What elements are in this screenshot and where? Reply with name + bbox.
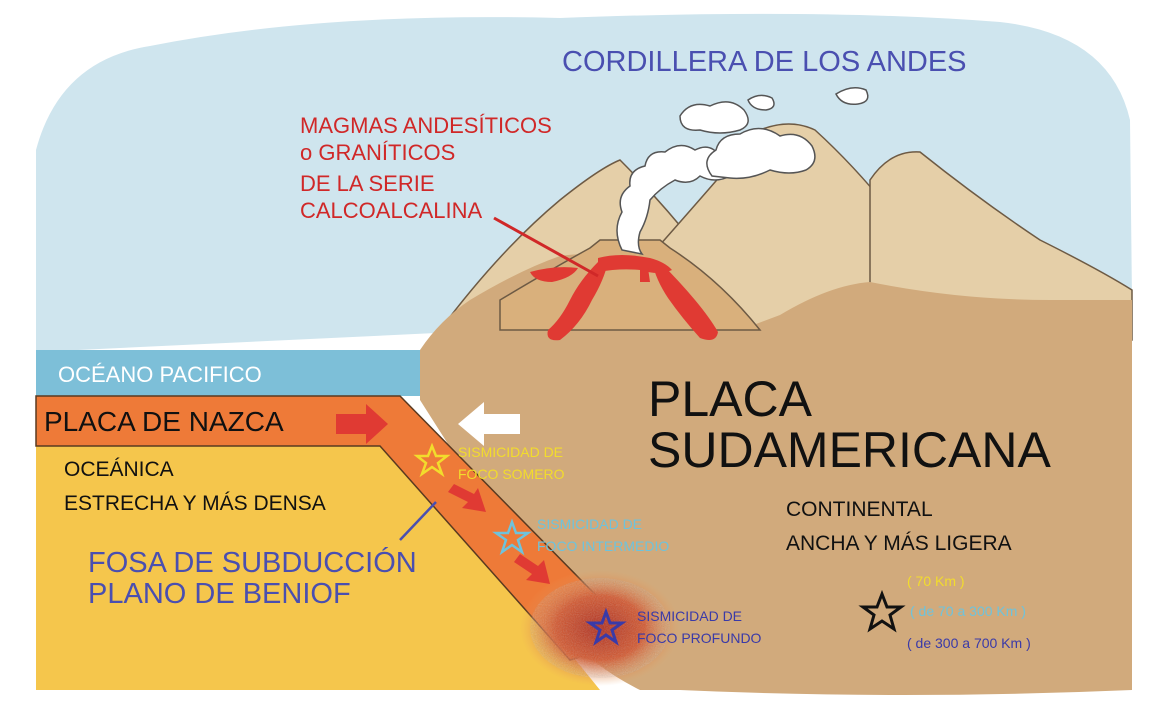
ocean-label: OCÉANO PACIFICO — [58, 362, 262, 387]
continental-desc-2: ANCHA Y MÁS LIGERA — [786, 531, 1012, 555]
trench-line-1: FOSA DE SUBDUCCIÓN — [88, 547, 417, 579]
magma-line-2: o GRANÍTICOS — [300, 139, 456, 165]
star-shallow-icon — [413, 442, 451, 478]
seismicity-deep-label: SISMICIDAD DE FOCO PROFUNDO — [637, 606, 761, 649]
placa-line-2: SUDAMERICANA — [648, 422, 1051, 478]
legend-star-icon — [858, 589, 906, 633]
oceanic-crust — [36, 444, 600, 690]
placa-line-1: PLACA — [648, 371, 812, 427]
nazca-desc-1: OCEÁNICA — [64, 458, 174, 481]
steam-clouds — [616, 87, 869, 256]
nazca-desc-2: ESTRECHA Y MÁS DENSA — [64, 492, 326, 515]
south-american-plate-label: PLACA SUDAMERICANA — [648, 374, 1051, 476]
seismicity-intermediate-line-1: SISMICIDAD DE — [537, 516, 643, 532]
nazca-plate-label: PLACA DE NAZCA — [44, 406, 284, 437]
seismicity-deep-line-1: SISMICIDAD DE — [637, 608, 743, 624]
trench-line-2: PLANO DE BENIOF — [88, 578, 351, 611]
seismicity-shallow-line-2: FOCO SOMERO — [458, 465, 565, 482]
page-title: CORDILLERA DE LOS ANDES — [562, 46, 967, 78]
continental-desc: CONTINENTAL ANCHA Y MÁS LIGERA — [786, 493, 1012, 560]
star-deep-icon — [585, 607, 627, 646]
legend-shallow: ( 70 Km ) — [907, 573, 965, 589]
magma-label-top: MAGMAS ANDESÍTICOS o GRANÍTICOS — [300, 113, 552, 167]
star-intermediate-icon — [492, 518, 532, 556]
magma-pointer-line — [493, 216, 599, 278]
seismicity-intermediate-line-2: FOCO INTERMEDIO — [537, 537, 670, 554]
magma-line-4: CALCOALCALINA — [300, 197, 483, 223]
continental-desc-1: CONTINENTAL — [786, 498, 933, 521]
deep-melting-grain — [530, 578, 670, 678]
legend-intermediate: ( de 70 a 300 Km ) — [910, 603, 1026, 619]
seismicity-shallow-label: SISMICIDAD DE FOCO SOMERO — [458, 442, 565, 485]
subduction-arrows — [336, 404, 550, 584]
seismicity-deep-line-2: FOCO PROFUNDO — [637, 629, 762, 646]
magma-line-1: MAGMAS ANDESÍTICOS — [300, 113, 552, 138]
plate-motion-arrow — [458, 402, 520, 446]
magma-flows — [530, 255, 718, 341]
trench-pointer-line — [399, 501, 437, 541]
seismicity-shallow-line-1: SISMICIDAD DE — [458, 444, 564, 460]
trench-label: FOSA DE SUBDUCCIÓN PLANO DE BENIOF — [88, 547, 417, 611]
seismicity-intermediate-label: SISMICIDAD DE FOCO INTERMEDIO — [537, 514, 669, 557]
ocean — [36, 350, 420, 396]
magma-line-3: DE LA SERIE — [300, 171, 435, 196]
magma-label-bottom: DE LA SERIE CALCOALCALINA — [300, 171, 482, 225]
legend-deep: ( de 300 a 700 Km ) — [907, 635, 1031, 651]
